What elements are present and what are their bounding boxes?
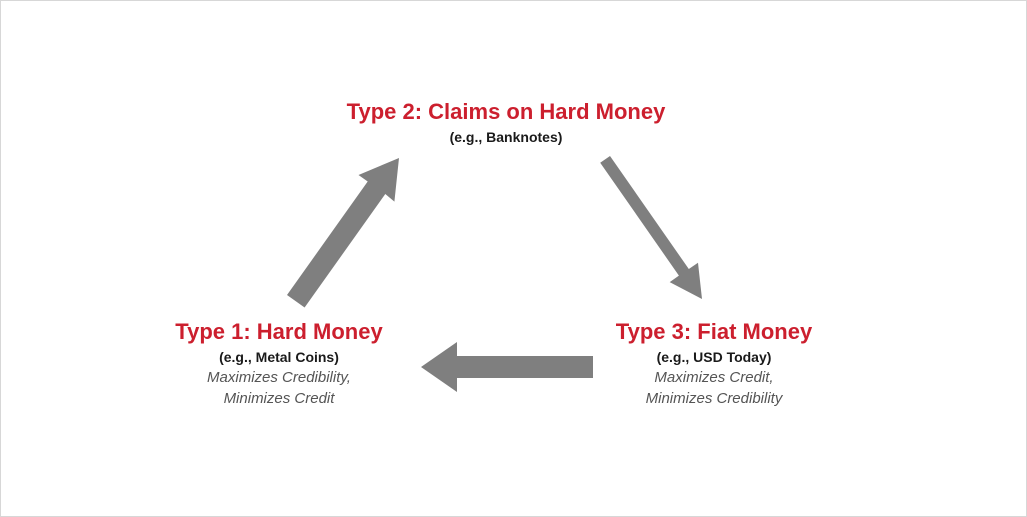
node-type2-claims-on-hard-money: Type 2: Claims on Hard Money (e.g., Bank… — [306, 99, 706, 147]
node-type3-fiat-money: Type 3: Fiat Money (e.g., USD Today) Max… — [564, 319, 864, 409]
node-type1-example: (e.g., Metal Coins) — [219, 349, 339, 365]
arrow-type2-to-type3 — [600, 156, 702, 299]
node-type1-note-line2: Minimizes Credit — [223, 390, 335, 407]
node-type3-note-line2: Minimizes Credibility — [645, 390, 783, 407]
node-type1-title: Type 1: Hard Money — [175, 319, 383, 344]
node-type2-title: Type 2: Claims on Hard Money — [346, 99, 666, 124]
arrow-type1-to-type2 — [287, 158, 399, 308]
node-type3-note-line1: Maximizes Credit, — [654, 369, 774, 386]
arrow-type3-to-type1 — [421, 342, 593, 392]
node-type1-note-line1: Maximizes Credibility, — [207, 369, 351, 386]
node-type1-hard-money: Type 1: Hard Money (e.g., Metal Coins) M… — [129, 319, 429, 409]
node-type3-title: Type 3: Fiat Money — [615, 319, 813, 344]
node-type2-example: (e.g., Banknotes) — [449, 129, 563, 145]
node-type3-example: (e.g., USD Today) — [656, 349, 772, 365]
